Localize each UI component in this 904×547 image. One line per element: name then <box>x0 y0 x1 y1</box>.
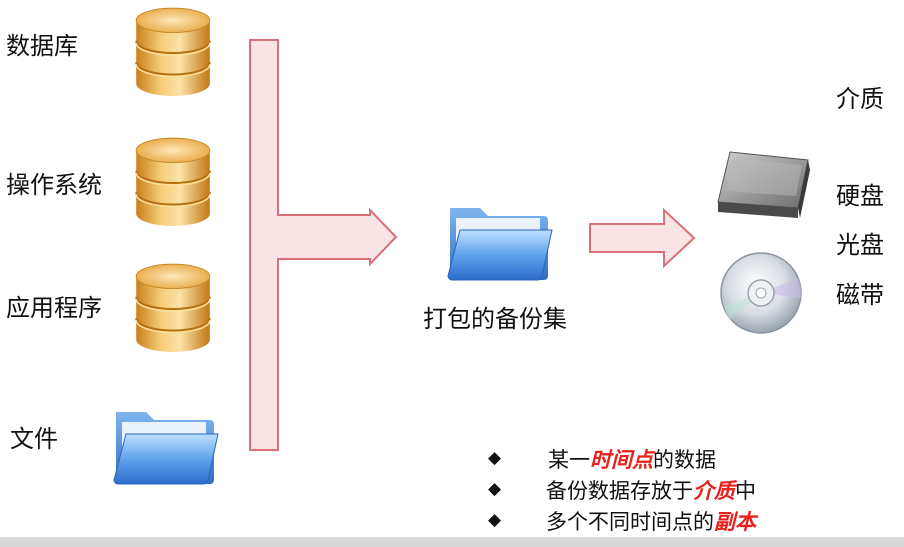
diamond-bullet-icon: ◆ <box>488 448 502 468</box>
bullet-text: 的数据 <box>653 448 716 472</box>
hard-disk-icon <box>717 151 810 218</box>
bottom-border <box>0 537 904 547</box>
bullet-text: 中 <box>735 479 756 503</box>
database-icon <box>132 4 214 98</box>
bullet-emphasis: 副本 <box>714 510 756 534</box>
bullet-text: 多个不同时间点的 <box>546 510 714 534</box>
media-item-hard-disk: 硬盘 <box>836 182 884 210</box>
source-label-application: 应用程序 <box>6 294 102 322</box>
diamond-bullet-icon: ◆ <box>488 479 502 499</box>
collect-arrow <box>249 39 398 451</box>
folder-icon <box>112 404 222 486</box>
bullet-text: 备份数据存放于 <box>546 479 693 503</box>
backup-folder-icon <box>446 200 556 282</box>
optical-disc-icon <box>720 252 802 334</box>
source-label-file: 文件 <box>10 425 58 453</box>
source-label-operating-system: 操作系统 <box>6 171 102 199</box>
database-icon <box>132 134 214 228</box>
media-item-optical-disc: 光盘 <box>836 231 884 259</box>
bullet-text: 某一 <box>548 448 590 472</box>
diamond-bullet-icon: ◆ <box>488 510 502 530</box>
bullet-emphasis: 时间点 <box>590 448 653 472</box>
media-item-tape: 磁带 <box>836 281 884 309</box>
media-title: 介质 <box>836 85 884 113</box>
source-label-database: 数据库 <box>6 32 78 60</box>
database-icon <box>132 260 214 354</box>
backup-set-label: 打包的备份集 <box>423 305 567 333</box>
bullet-emphasis: 介质 <box>693 479 735 503</box>
to-media-arrow <box>589 207 696 269</box>
